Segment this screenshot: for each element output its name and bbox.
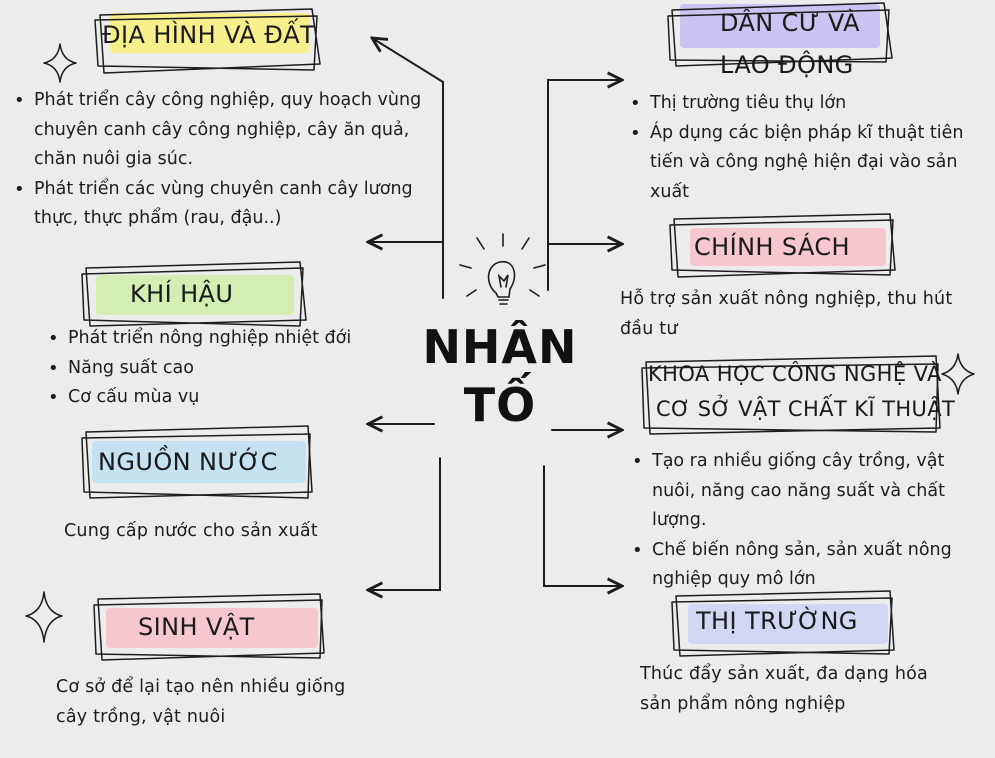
dan-cu-bullet: Thị trường tiêu thụ lớn (630, 89, 970, 119)
nguon-nuoc-text: Cung cấp nước cho sản xuất (64, 521, 318, 541)
highlight-chinh-sach (690, 228, 886, 266)
dia-hinh-bullet: Phát triển cây công nghiệp, quy hoạch vù… (14, 86, 444, 175)
connector-sinh-vat (368, 457, 441, 590)
chinh-sach-text: Hỗ trợ sản xuất nông nghiệp, thu hút đầu… (620, 289, 953, 339)
sparkle-icon-right (941, 353, 975, 395)
khi-hau-title: KHÍ HẬU (130, 280, 234, 308)
dan-cu-bullet: Áp dụng các biện pháp kĩ thuật tiên tiến… (630, 119, 970, 208)
khi-hau-bullet: Cơ cấu mùa vụ (48, 383, 408, 413)
highlight-thi-truong (688, 604, 888, 644)
frame-khoa-hoc (641, 355, 941, 435)
thi-truong-title: THỊ TRƯỜNG (696, 607, 858, 635)
khoa-hoc-list: Tạo ra nhiều giống cây trồng, vật nuôi, … (632, 447, 982, 595)
highlight-dia-hinh (110, 13, 310, 53)
dia-hinh-bullet: Phát triển các vùng chuyên canh cây lươn… (14, 175, 444, 234)
sketch-frames (81, 2, 941, 661)
dia-hinh-title: ĐỊA HÌNH VÀ ĐẤT (102, 21, 316, 49)
khoa-hoc-bullet: Chế biến nông sản, sản xuất nông nghiệp … (632, 536, 982, 595)
center-title-line2: TỐ (463, 378, 537, 432)
dia-hinh-list: Phát triển cây công nghiệp, quy hoạch vù… (14, 86, 444, 234)
khoa-hoc-title-line2: CƠ SỞ VẬT CHẤT KĨ THUẬT (656, 397, 956, 421)
khi-hau-bullet: Năng suất cao (48, 354, 408, 384)
frame-sinh-vat (93, 593, 325, 661)
frame-dan-cu (667, 2, 893, 67)
frame-chinh-sach (669, 213, 896, 278)
connector-thi-truong (543, 465, 622, 586)
dan-cu-title-line2: LAO ĐỘNG (720, 51, 854, 79)
center-node: NHÂN TỐ (420, 318, 580, 434)
sparkle-icons (25, 43, 975, 643)
khi-hau-list: Phát triển nông nghiệp nhiệt đới Năng su… (48, 324, 408, 413)
nguon-nuoc-title: NGUỒN NƯỚC (98, 448, 278, 476)
khi-hau-bullet: Phát triển nông nghiệp nhiệt đới (48, 324, 408, 354)
highlight-nguon-nuoc (92, 441, 306, 483)
highlight-khi-hau (96, 275, 294, 315)
dan-cu-title-line1: DÂN CƯ VÀ (720, 9, 860, 37)
center-title-line1: NHÂN (422, 320, 578, 374)
khoa-hoc-bullet: Tạo ra nhiều giống cây trồng, vật nuôi, … (632, 447, 982, 536)
dan-cu-list: Thị trường tiêu thụ lớn Áp dụng các biện… (630, 89, 970, 207)
frame-dia-hinh (94, 8, 321, 74)
thi-truong-text: Thúc đẩy sản xuất, đa dạng hóa sản phẩm … (640, 664, 928, 714)
sinh-vat-text: Cơ sở để lại tạo nên nhiều giống cây trồ… (56, 677, 346, 727)
sparkle-icon-top-left (43, 43, 77, 83)
lightbulb-icon (459, 233, 546, 305)
sinh-vat-title: SINH VẬT (138, 613, 255, 641)
sparkle-icon-bottom-left (25, 591, 63, 643)
frame-nguon-nuoc (81, 425, 313, 499)
chinh-sach-title: CHÍNH SÁCH (694, 233, 850, 261)
connector-dia-hinh (372, 38, 444, 83)
connector-dan-cu (547, 80, 622, 291)
highlight-sinh-vat (106, 608, 318, 648)
khoa-hoc-title-line1: KHOA HỌC CÔNG NGHỆ VÀ (648, 362, 942, 386)
